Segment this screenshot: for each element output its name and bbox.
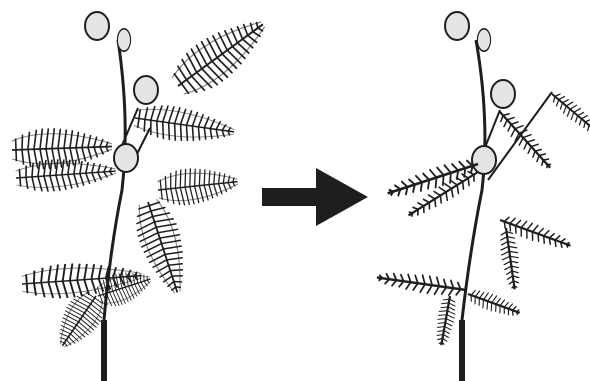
flower-bud	[134, 76, 158, 104]
right-arrow-icon	[262, 168, 368, 226]
leaf-open	[165, 6, 276, 103]
leaf-folded	[376, 269, 467, 298]
leaf-folded	[434, 295, 458, 347]
flower-bud	[445, 12, 469, 40]
flower-bud	[477, 29, 490, 51]
flower-bud	[491, 80, 515, 108]
flower-bud	[472, 146, 496, 174]
leaf-open	[133, 102, 237, 149]
leaf-open	[156, 164, 239, 207]
flower-bud	[117, 29, 130, 51]
plant-before	[11, 6, 276, 381]
plant-after	[376, 12, 590, 381]
leaf-folded	[548, 89, 590, 140]
leaf-folded	[494, 107, 556, 173]
flower-bud	[114, 144, 138, 172]
flower-bud	[85, 12, 109, 40]
leaf-folded	[498, 227, 522, 291]
leaf-folded	[465, 287, 522, 320]
main-stem	[104, 40, 125, 381]
